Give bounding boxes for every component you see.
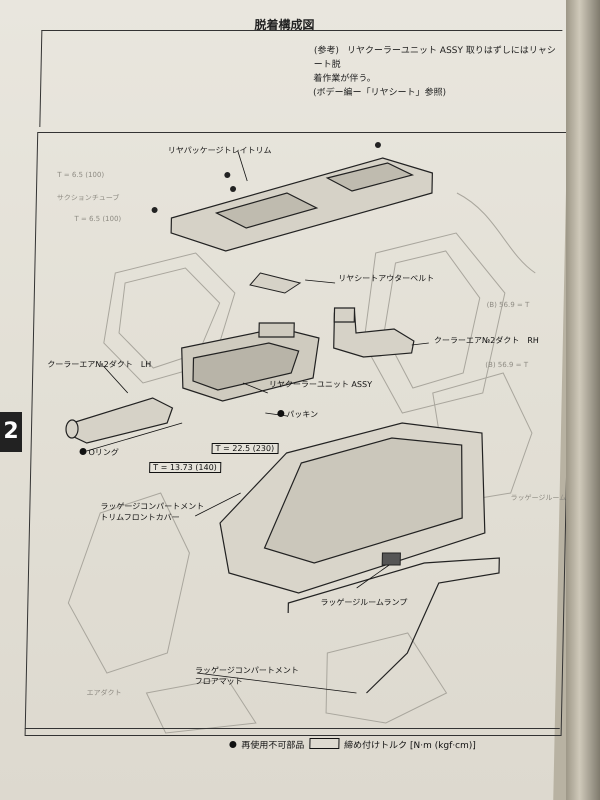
- reference-line2: 着作業が伴う。: [313, 74, 376, 84]
- callout-luggage-room-lamp: ラッゲージルームランプ: [320, 598, 408, 607]
- floor-mat-outline: [287, 557, 500, 694]
- duct-lh: [65, 397, 174, 444]
- callout-cooler-air-duct-lh: クーラーエア№2ダクト LH: [47, 360, 152, 369]
- legend-box-text: 締め付けトルク: [343, 741, 408, 751]
- reference-line1: リヤクーラーユニット ASSY 取りはずしにはリャシート脱: [313, 46, 556, 70]
- ghost-label: サクションチューブ: [56, 194, 120, 202]
- ghost-label: (B) 56.9 = T: [486, 301, 530, 309]
- torque-label-1: T = 22.5 (230): [211, 443, 279, 454]
- cooler-unit: [181, 322, 320, 402]
- callout-rear-package-tray-trim: リヤパッケージトレイトリム: [167, 146, 272, 155]
- callout-packing: パッキン: [277, 409, 318, 420]
- ghost-label: ラッゲージルーム: [510, 494, 567, 502]
- background-components: [67, 192, 536, 734]
- reference-label: (参考): [313, 46, 340, 56]
- ghost-label: T = 6.5 (100): [74, 215, 122, 223]
- dot-icon: [79, 448, 87, 455]
- callout-o-ring: Oリング: [79, 447, 119, 458]
- callout-rear-seat-outer-belt: リヤシートアウターベルト: [338, 274, 435, 283]
- callout-luggage-floor-mat-2: フロアマット: [194, 677, 243, 686]
- manual-page: 脱着構成図 (参考)リヤクーラーユニット ASSY 取りはずしにはリャシート脱 …: [0, 0, 575, 800]
- bottom-rule: [24, 728, 560, 729]
- package-tray: [170, 157, 433, 252]
- legend-units: [N·m (kgf·cm)]: [409, 741, 476, 751]
- ghost-label: エアダクト: [86, 689, 122, 697]
- torque-box-icon: [309, 738, 340, 749]
- leader-lines: [86, 150, 429, 694]
- callout-luggage-trim-cover-1: ラッゲージコンパートメント: [100, 502, 205, 511]
- section-tab: 2: [0, 412, 22, 452]
- seat-belt: [249, 272, 302, 294]
- legend: 再使用不可部品 締め付けトルク [N·m (kgf·cm)]: [229, 738, 476, 751]
- callout-cooler-air-duct-rh: クーラーエア№2ダクト RH: [433, 336, 539, 345]
- clips: [151, 142, 381, 213]
- duct-rh: [333, 307, 415, 358]
- exploded-diagram-frame: リヤパッケージトレイトリム リヤシートアウターベルト クーラーエア№2ダクト R…: [24, 132, 575, 736]
- dot-icon: [229, 741, 237, 748]
- dot-icon: [277, 410, 285, 417]
- ghost-label: (B) 56.9 = T: [485, 361, 529, 369]
- page-edge: [566, 0, 600, 800]
- ghost-label: T = 6.5 (100): [57, 171, 105, 179]
- room-lamp: [381, 552, 401, 566]
- callout-rear-cooler-unit: リヤクーラーユニット ASSY: [268, 380, 373, 389]
- reference-note: (参考)リヤクーラーユニット ASSY 取りはずしにはリャシート脱 着作業が伴う…: [313, 44, 564, 100]
- callout-luggage-trim-cover-2: トリムフロントカバー: [100, 513, 180, 522]
- trim-cover: [219, 422, 486, 594]
- legend-dot-text: 再使用不可部品: [241, 741, 305, 751]
- exploded-diagram: [65, 142, 536, 734]
- callout-luggage-floor-mat-1: ラッゲージコンパートメント: [194, 666, 299, 675]
- torque-label-2: T = 13.73 (140): [149, 462, 221, 473]
- reference-line3: (ボデー編ー「リヤシート」参照): [312, 88, 447, 98]
